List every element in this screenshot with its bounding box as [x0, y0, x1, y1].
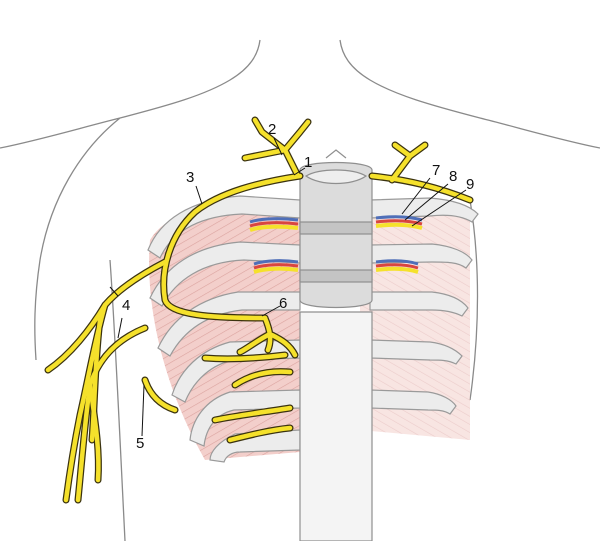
vertebral-column — [299, 149, 373, 541]
label-6: 6 — [279, 295, 288, 312]
leader-lines — [109, 137, 467, 437]
label-7: 7 — [432, 162, 441, 179]
label-1: 1 — [304, 154, 313, 171]
nerves — [44, 116, 474, 504]
label-5: 5 — [136, 435, 145, 452]
right-ribs — [369, 197, 479, 415]
label-9: 9 — [466, 176, 475, 193]
body-outline — [0, 39, 600, 541]
left-intercostal-bundles — [249, 217, 299, 274]
label-4: 4 — [122, 297, 131, 314]
label-8: 8 — [449, 168, 458, 185]
label-2: 2 — [268, 121, 277, 138]
right-intercostal-bundles — [375, 215, 423, 274]
label-3: 3 — [186, 169, 195, 186]
